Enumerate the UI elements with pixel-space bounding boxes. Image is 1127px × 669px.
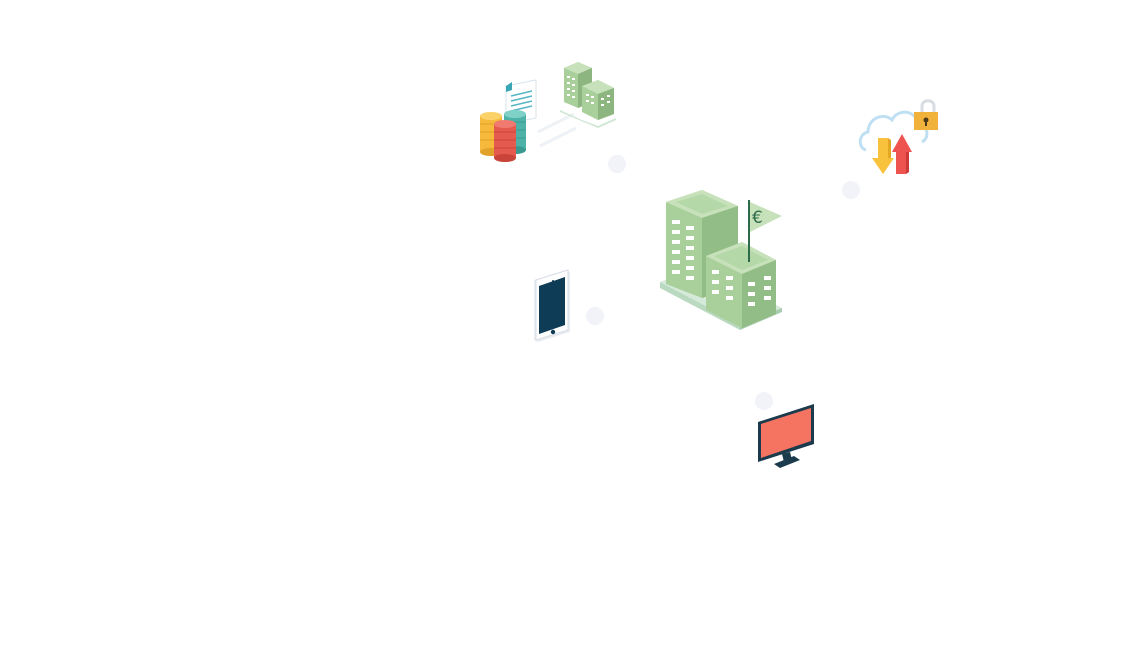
bank-building: € xyxy=(656,190,786,335)
euro-flag-icon: € xyxy=(748,200,782,262)
tablet-device xyxy=(532,269,572,344)
tablet-icon xyxy=(534,269,570,342)
padlock-icon xyxy=(914,99,938,130)
connector-dot xyxy=(755,392,773,410)
small-building-icon xyxy=(560,62,616,128)
desktop-monitor xyxy=(756,404,818,470)
connector-dot xyxy=(608,155,626,173)
connector-lines xyxy=(537,112,577,148)
cloud-transfer-icon xyxy=(858,110,929,174)
cloud-security xyxy=(858,98,942,180)
finance-cluster xyxy=(474,58,624,168)
connector-dot xyxy=(586,307,604,325)
connector-dot xyxy=(842,181,860,199)
bank-building-icon xyxy=(660,190,782,330)
coin-stack-icon xyxy=(480,110,526,162)
desktop-monitor-icon xyxy=(758,404,814,468)
flag-euro-symbol: € xyxy=(752,208,763,228)
